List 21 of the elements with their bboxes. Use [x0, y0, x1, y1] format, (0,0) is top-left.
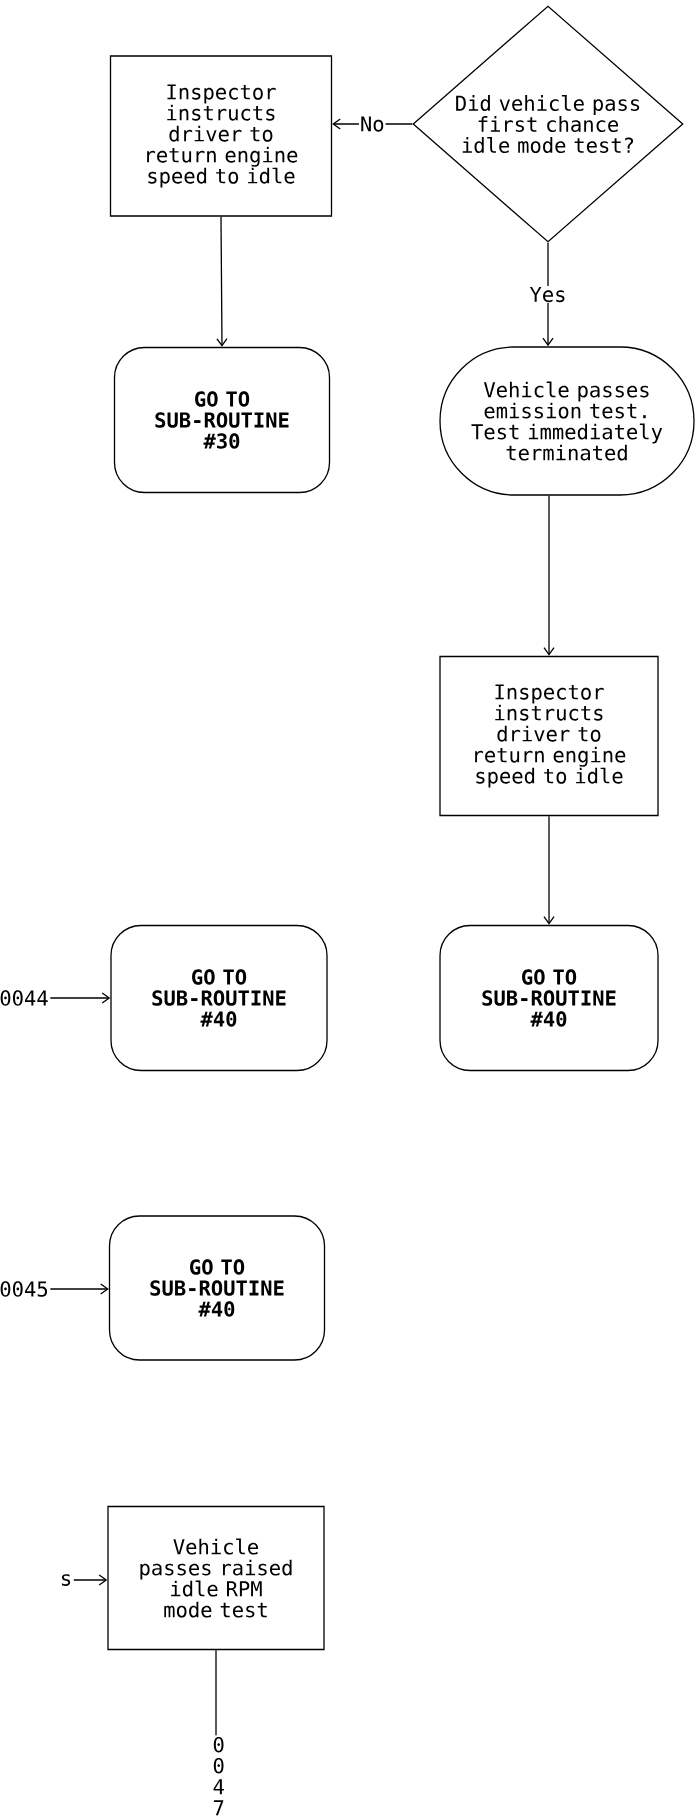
subroutine-box: GO TO SUB-ROUTINE #40: [108, 1215, 326, 1361]
process-box: Vehicle passes raised idle RPM mode test: [107, 1505, 325, 1651]
connector-label: 0045: [0, 1281, 48, 1297]
connector-label: 0047: [213, 1736, 224, 1816]
subroutine-box: GO TO SUB-ROUTINE #30: [113, 346, 331, 494]
arrow: [49, 1283, 109, 1295]
edge-label: Yes: [528, 285, 568, 304]
arrow: [543, 495, 555, 656]
arrow: [216, 216, 228, 347]
edge-label: No: [358, 115, 386, 133]
arrow: [49, 992, 111, 1004]
process-box: Inspector instructs driver to return engine speed to idle: [439, 655, 659, 817]
arrow: [542, 242, 554, 347]
arrow: [543, 815, 555, 925]
arrow: [73, 1574, 108, 1586]
subroutine-box: GO TO SUB-ROUTINE #40: [110, 924, 328, 1072]
terminal-box: Vehicle passes emission test. Test immediately terminated: [439, 346, 695, 496]
connector-label: s: [61, 1574, 71, 1586]
process-box: Inspector instructs driver to return engine speed to idle: [109, 55, 333, 217]
connector-label: 0044: [0, 990, 48, 1006]
subroutine-box: GO TO SUB-ROUTINE #40: [439, 924, 659, 1072]
